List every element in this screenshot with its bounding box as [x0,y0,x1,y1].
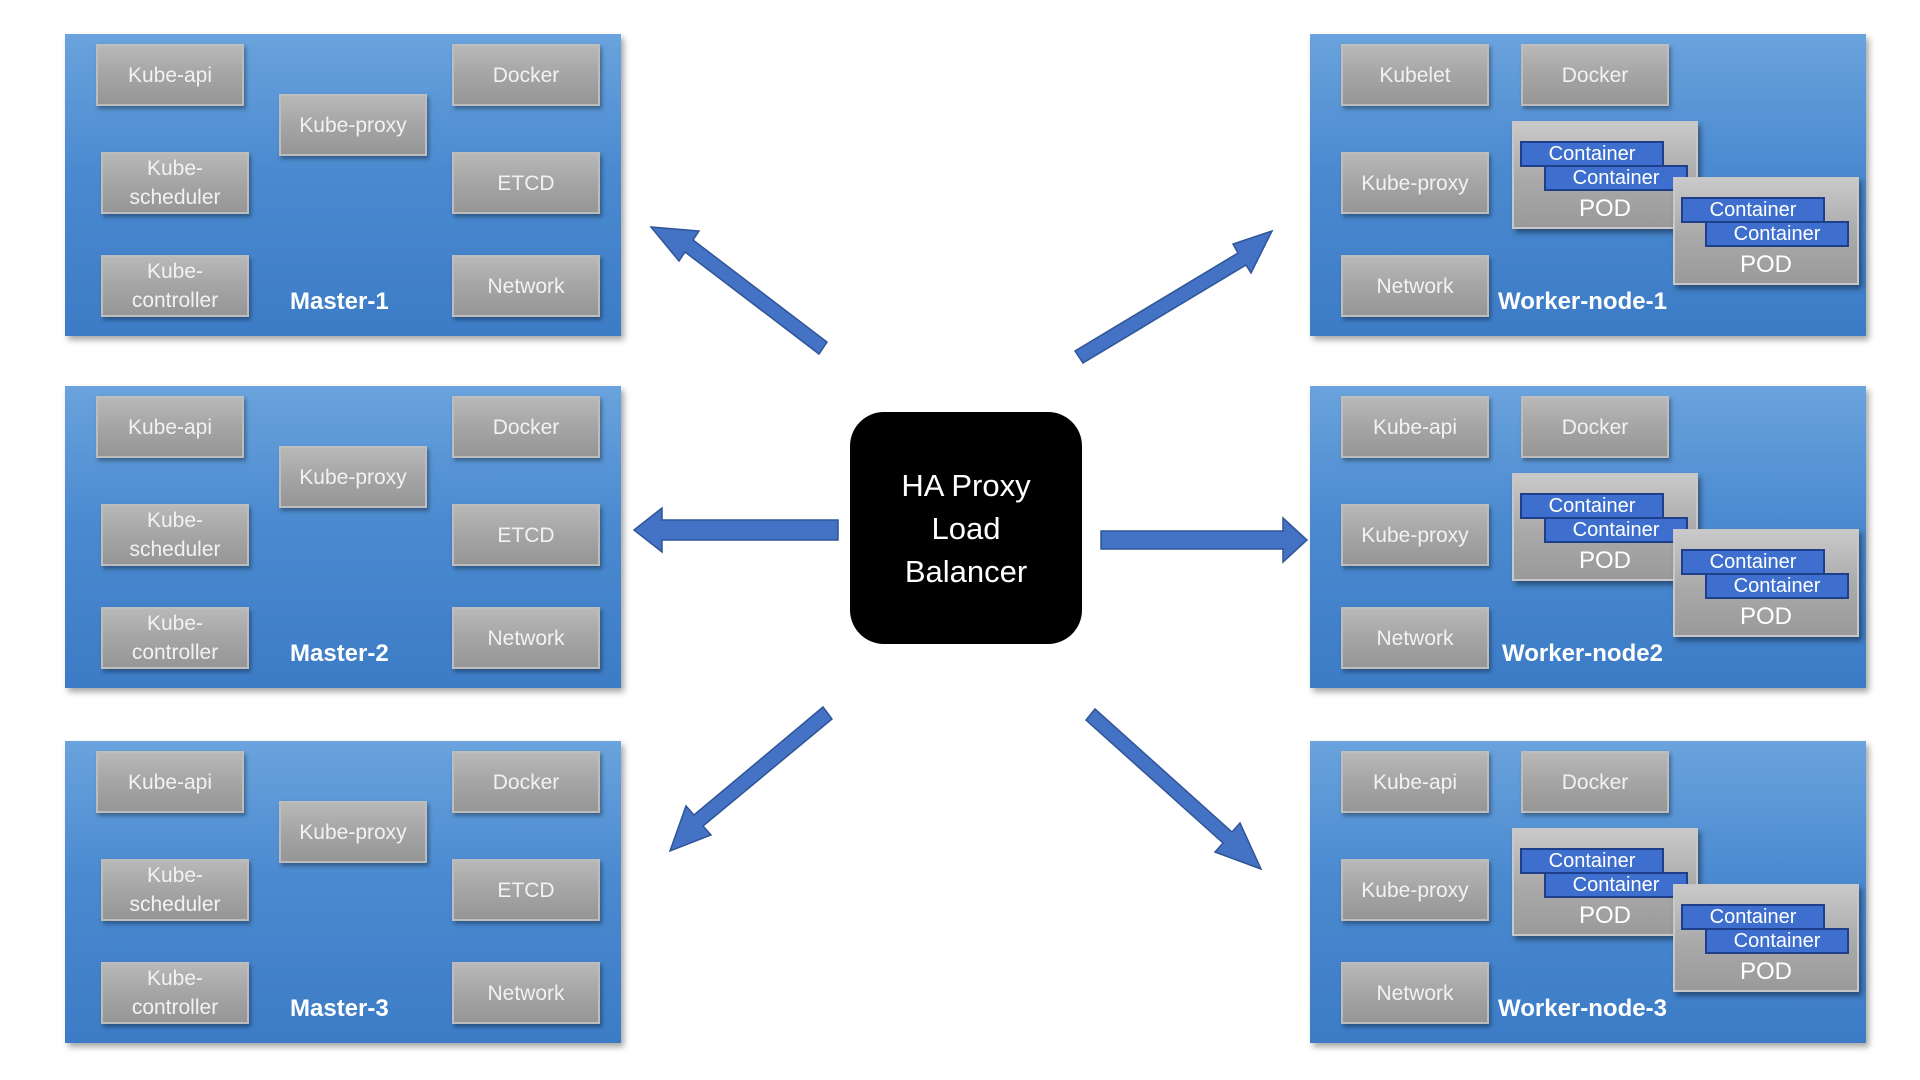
network-box: Network [452,962,600,1024]
network-box: Network [1341,962,1489,1024]
pod-2: Container Container POD [1673,177,1859,285]
docker-box: Docker [1521,396,1669,458]
network-box: Network [1341,255,1489,317]
pod-1: Container Container POD [1512,121,1698,229]
pod-label: POD [1739,958,1792,985]
master-1-panel: Kube-api Kube-proxy Docker Kube- schedul… [65,34,621,336]
container-2: Container [1544,165,1688,191]
docker-box: Docker [452,44,600,106]
pod-label: POD [1739,603,1792,630]
container-2: Container [1705,573,1849,599]
arrow-to-worker-node-3 [1084,707,1263,871]
pod-2: Container Container POD [1673,529,1859,637]
node-title: Worker-node2 [1502,640,1663,667]
lb-line: Load [931,510,1001,546]
lb-line: HA Proxy [901,467,1031,503]
pod-1: Container Container POD [1512,828,1698,936]
pod-label: POD [1578,902,1631,929]
pod-label: POD [1578,547,1631,574]
docker-box: Docker [1521,44,1669,106]
container-1: Container [1681,197,1825,223]
pod-2: Container Container POD [1673,884,1859,992]
docker-box: Docker [452,396,600,458]
kube-api-box: Kube-api [96,44,244,106]
container-1: Container [1520,493,1664,519]
container-1: Container [1520,141,1664,167]
container-2: Container [1705,221,1849,247]
node-title: Master-2 [290,640,389,667]
master-3-panel: Kube-api Kube-proxy Docker Kube- schedul… [65,741,621,1043]
kubelet-box: Kubelet [1341,44,1489,106]
kube-proxy-box: Kube-proxy [279,801,427,863]
arrow-to-worker-node2 [1100,516,1309,564]
etcd-box: ETCD [452,504,600,566]
arrow-to-master-3 [668,705,834,853]
network-box: Network [1341,607,1489,669]
etcd-box: ETCD [452,152,600,214]
kube-controller-box: Kube- controller [101,962,249,1024]
kube-api-box: Kube-api [96,396,244,458]
docker-box: Docker [452,751,600,813]
container-1: Container [1681,549,1825,575]
node-title: Worker-node-3 [1498,995,1667,1022]
kube-proxy-box: Kube-proxy [279,446,427,508]
container-2: Container [1544,872,1688,898]
worker-node-2-panel: Kube-api Docker Kube-proxy Network Conta… [1310,386,1866,688]
kube-controller-box: Kube- controller [101,607,249,669]
node-title: Worker-node-1 [1498,288,1667,315]
arrow-to-worker-node-1 [1073,229,1274,365]
arrow-to-master-2 [632,506,839,554]
container-1: Container [1520,848,1664,874]
master-2-panel: Kube-api Kube-proxy Docker Kube- schedul… [65,386,621,688]
network-box: Network [452,607,600,669]
container-2: Container [1544,517,1688,543]
container-2: Container [1705,928,1849,954]
lb-line: Balancer [904,553,1028,589]
node-title: Master-1 [290,288,389,315]
kube-scheduler-box: Kube- scheduler [101,859,249,921]
kube-api-box: Kube-api [1341,396,1489,458]
arrow-to-master-1 [649,226,829,356]
pod-label: POD [1739,251,1792,278]
kube-proxy-box: Kube-proxy [279,94,427,156]
kube-controller-box: Kube- controller [101,255,249,317]
kube-api-box: Kube-api [1341,751,1489,813]
container-1: Container [1681,904,1825,930]
etcd-box: ETCD [452,859,600,921]
docker-box: Docker [1521,751,1669,813]
pod-label: POD [1578,195,1631,222]
worker-node-1-panel: Kubelet Docker Kube-proxy Network Contai… [1310,34,1866,336]
kube-proxy-box: Kube-proxy [1341,152,1489,214]
kube-proxy-box: Kube-proxy [1341,504,1489,566]
kube-scheduler-box: Kube- scheduler [101,152,249,214]
network-box: Network [452,255,600,317]
pod-1: Container Container POD [1512,473,1698,581]
node-title: Master-3 [290,995,389,1022]
kube-api-box: Kube-api [96,751,244,813]
worker-node-3-panel: Kube-api Docker Kube-proxy Network Conta… [1310,741,1866,1043]
kube-proxy-box: Kube-proxy [1341,859,1489,921]
ha-proxy-load-balancer: HA Proxy Load Balancer [850,412,1082,644]
kube-scheduler-box: Kube- scheduler [101,504,249,566]
